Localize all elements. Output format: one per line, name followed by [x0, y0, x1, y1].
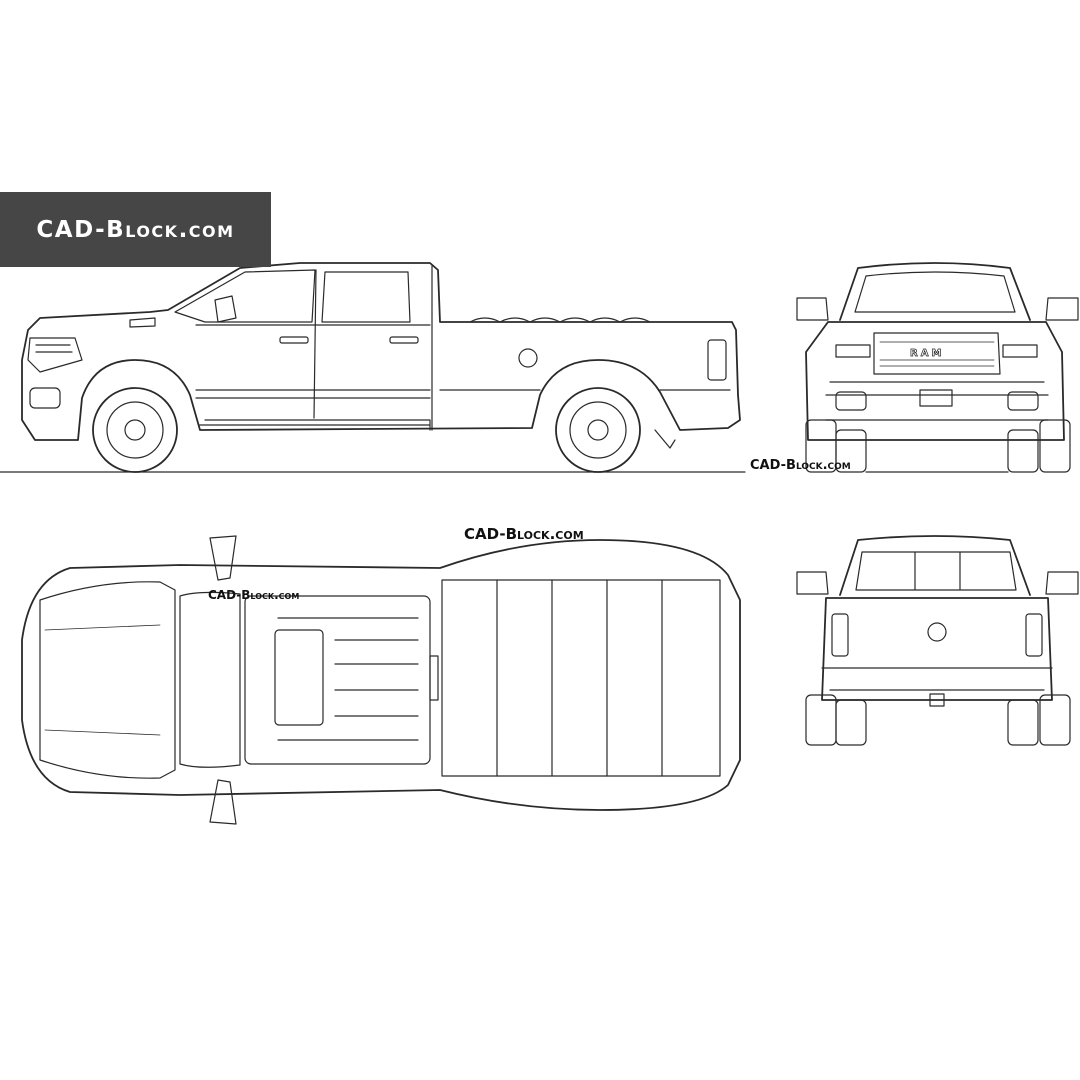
rear-tires: [805, 694, 1071, 746]
door-seam: [313, 269, 317, 419]
tail-light-right: [1025, 613, 1043, 657]
fog-light-right: [1007, 391, 1039, 411]
tonneau-panels: [496, 579, 663, 777]
tailgate: [821, 597, 1053, 701]
top-view: [21, 535, 741, 825]
bumper-lines: [825, 381, 1049, 421]
hood: [39, 581, 176, 779]
license-plate-front: [919, 389, 953, 407]
front-headlight-right: [1002, 344, 1038, 358]
hood-creases: [44, 624, 161, 736]
rear-cab-outline: [839, 535, 1031, 596]
mud-flap: [654, 429, 676, 449]
tail-light-left: [831, 613, 849, 657]
roof-rails: [277, 617, 419, 741]
rear-wheel: [555, 387, 641, 473]
headlight: [27, 337, 83, 373]
cad-block-banner: CAD-Block.com: [0, 192, 271, 267]
side-windows: [174, 269, 411, 323]
front-wheel: [92, 387, 178, 473]
body-lines: [195, 324, 731, 399]
roof: [244, 595, 431, 765]
truck-bed: [441, 579, 721, 777]
banner-text: CAD-Block.com: [36, 216, 235, 243]
top-body-outline: [21, 539, 741, 811]
ram-head-emblem: [927, 622, 947, 642]
side-body-outline: [21, 262, 741, 441]
watermark-top-center: CAD-Block.com: [464, 525, 584, 543]
side-mirror: [214, 295, 237, 323]
running-board: [199, 419, 431, 431]
open-doors-mirrors: [209, 535, 237, 825]
rear-view: [796, 535, 1079, 746]
rear-door-handle: [389, 336, 419, 344]
hood-scoop: [129, 317, 156, 328]
fuel-door: [518, 348, 538, 368]
front-tires: [805, 419, 1071, 473]
bed-step: [429, 655, 439, 701]
grille: [873, 332, 1001, 375]
tail-light: [707, 339, 727, 381]
top-windshield: [179, 591, 241, 768]
tonneau-cover: [469, 317, 651, 323]
sunroof: [274, 629, 324, 726]
front-cab-outline: [839, 262, 1031, 321]
rear-bumper: [821, 667, 1053, 691]
rear-window: [855, 551, 1017, 591]
fog-light: [29, 387, 61, 409]
trailer-hitch: [929, 693, 945, 707]
front-body: [805, 321, 1065, 441]
front-door-handle: [279, 336, 309, 344]
rear-mirrors: [796, 571, 1079, 595]
front-headlight-left: [835, 344, 871, 358]
side-view: [0, 262, 746, 473]
windshield: [854, 271, 1016, 313]
watermark-top-cab: CAD-Block.com: [208, 588, 300, 602]
ram-grille-logo: RAM: [910, 348, 944, 359]
front-mirrors: [796, 297, 1079, 321]
front-view: RAM: [796, 262, 1079, 473]
fog-light-left: [835, 391, 867, 411]
watermark-front-view: CAD-Block.com: [750, 458, 851, 473]
